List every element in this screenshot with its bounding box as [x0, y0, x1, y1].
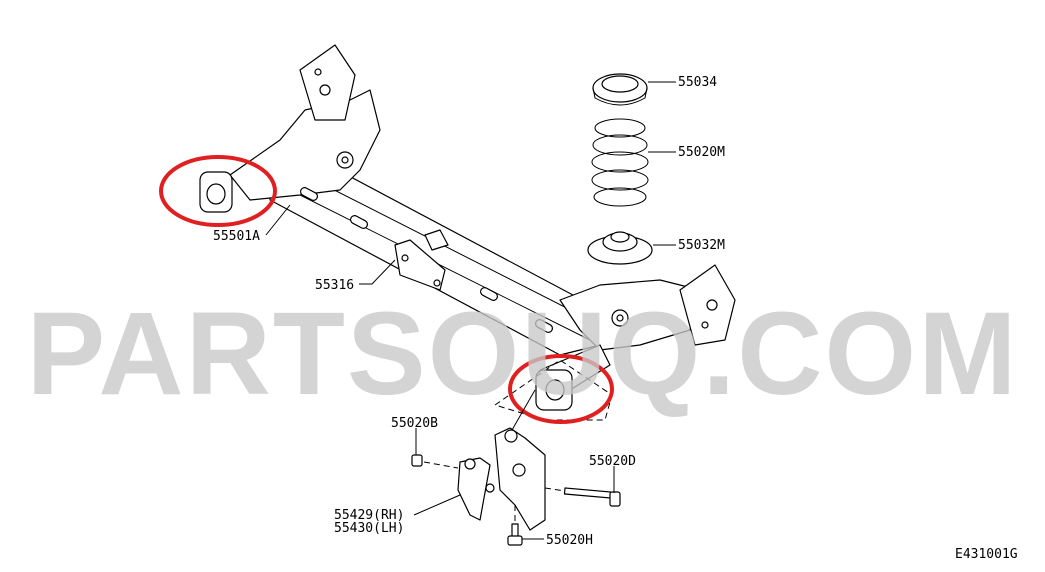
- label-55501A[interactable]: 55501A: [213, 229, 260, 244]
- label-55020H[interactable]: 55020H: [546, 533, 593, 548]
- watermark: PARTSOUQ.COM: [26, 288, 1019, 420]
- label-55316[interactable]: 55316: [315, 278, 354, 293]
- bolt-55020D[interactable]: [544, 487, 621, 507]
- label-55034[interactable]: 55034: [678, 75, 717, 90]
- mounting-bracket-55429-55430[interactable]: [457, 389, 546, 531]
- spring-seat-55034[interactable]: [592, 73, 648, 106]
- nut-55020B[interactable]: [411, 454, 459, 469]
- highlight-ring-right: [508, 354, 614, 424]
- coil-spring-55020M[interactable]: [591, 118, 649, 207]
- leader-lines: [265, 81, 676, 540]
- spring-seat-55032M[interactable]: [587, 231, 653, 265]
- figure-code: E431001G: [955, 547, 1018, 562]
- label-55429[interactable]: 55429(RH): [334, 508, 404, 523]
- label-55430[interactable]: 55430(LH): [334, 521, 404, 536]
- highlight-ring-left: [159, 155, 277, 227]
- label-55020M[interactable]: 55020M: [678, 145, 725, 160]
- bushing-left[interactable]: [199, 171, 233, 213]
- rear-beam-55501A[interactable]: [229, 44, 736, 391]
- label-55032M[interactable]: 55032M: [678, 238, 725, 253]
- label-55020D[interactable]: 55020D: [589, 454, 636, 469]
- bolt-55020H[interactable]: [507, 505, 523, 546]
- label-55020B[interactable]: 55020B: [391, 416, 438, 431]
- bracket-55316[interactable]: [394, 229, 449, 291]
- bushing-right[interactable]: [493, 359, 613, 421]
